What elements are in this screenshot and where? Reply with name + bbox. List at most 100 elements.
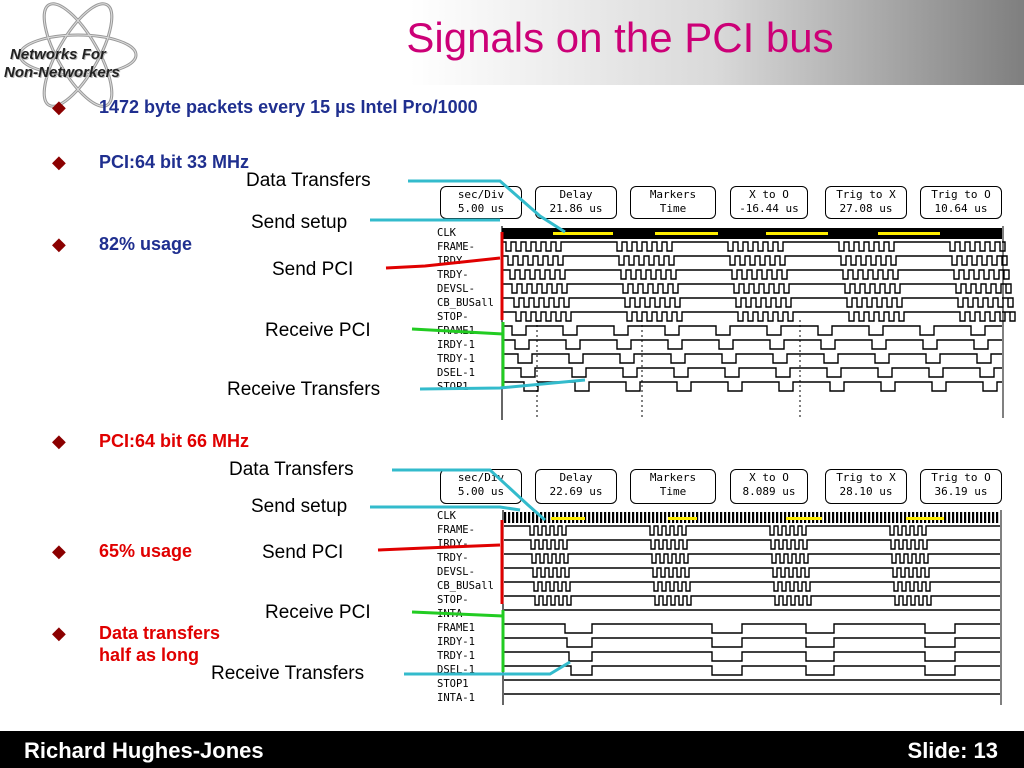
label-receive-transfers-top: Receive Transfers: [227, 379, 381, 400]
scope-bottom-clk-tick: [744, 512, 747, 523]
scope-bottom-clk-tick: [952, 512, 955, 523]
scope-top-send-trace: [502, 283, 1012, 294]
connector-receive-pci-top: [411, 327, 504, 336]
scope-top-transfer-marker: [878, 232, 940, 235]
scope-bottom-clk-tick: [504, 512, 507, 523]
scope-bottom-clk-tick: [880, 512, 883, 523]
scope-bottom-clk-tick: [660, 512, 663, 523]
scope-bottom-clk-tick: [592, 512, 595, 523]
scope-bottom-clk-tick: [856, 512, 859, 523]
scope-top-transfer-marker: [553, 232, 613, 235]
label-receive-pci-bottom: Receive PCI: [265, 602, 371, 623]
scope-bottom-send-trace: [504, 525, 1000, 536]
scope-bottom-clk-tick: [516, 512, 519, 523]
scope-bottom-clk-tick: [772, 512, 775, 523]
scope-bottom-clk-tick: [548, 512, 551, 523]
scope-bottom-clk-tick: [884, 512, 887, 523]
logo-line-2: Non-Networkers: [4, 64, 120, 81]
scope-bottom-transfer-marker: [668, 517, 697, 520]
bullet-diamond-icon: ◆: [52, 97, 66, 117]
scope-bottom-clk-tick: [536, 512, 539, 523]
bullet-diamond-icon: ◆: [52, 152, 66, 172]
scope-bottom-clk-tick: [844, 512, 847, 523]
scope-bottom-clk-tick: [640, 512, 643, 523]
title-band: [0, 0, 1024, 85]
label-send-setup-top: Send setup: [251, 212, 348, 233]
slide-title: Signals on the PCI bus: [406, 14, 834, 61]
scope-bottom-clk-tick: [896, 512, 899, 523]
connector-data-transfers-bottom: [392, 468, 546, 522]
scope-top-receive-trace: [502, 353, 1002, 364]
scope-bottom-clk-tick: [716, 512, 719, 523]
scope-bottom-clk-tick: [948, 512, 951, 523]
scope-bottom-clk-tick: [944, 512, 947, 523]
label-data-transfers-top: Data Transfers: [246, 170, 371, 191]
connector-receive-transfers-bottom: [404, 660, 571, 676]
scope-bottom-clk-tick: [840, 512, 843, 523]
scope-bottom-clk-tick: [712, 512, 715, 523]
scope-bottom-clk-tick: [784, 512, 787, 523]
scope-bottom-clk-tick: [764, 512, 767, 523]
scope-bottom-clk-tick: [748, 512, 751, 523]
scope-bottom-clk-tick: [872, 512, 875, 523]
scope-bottom-clk-tick: [740, 512, 743, 523]
scope-top-send-trace: [502, 311, 1016, 322]
scope-bottom-clk-tick: [776, 512, 779, 523]
scope-bottom-clk-tick: [724, 512, 727, 523]
scope-bottom-clk-tick: [608, 512, 611, 523]
scope-bottom-clk-tick: [512, 512, 515, 523]
scope-bottom-clk-tick: [644, 512, 647, 523]
bullet-text: 65% usage: [99, 541, 193, 561]
scope-bottom-receive-trace: [504, 651, 1000, 662]
connector-send-pci-top: [385, 256, 501, 270]
scope-bottom-clk-tick: [628, 512, 631, 523]
scope-bottom-clk-tick: [996, 512, 999, 523]
scope-top-receive-trace: [502, 367, 1002, 378]
label-receive-pci-top: Receive PCI: [265, 320, 371, 341]
bullet-text: PCI:64 bit 66 MHz: [99, 431, 250, 451]
footer-author: Richard Hughes-Jones: [24, 738, 264, 763]
label-send-setup-bottom: Send setup: [251, 496, 348, 517]
scope-top-send-trace: [502, 241, 1006, 252]
scope-bottom-clk-tick: [596, 512, 599, 523]
bullet-diamond-icon: ◆: [52, 541, 66, 561]
scope-bottom-transfer-marker: [786, 517, 822, 520]
scope-bottom-clk-tick: [704, 512, 707, 523]
label-send-pci-bottom: Send PCI: [262, 542, 344, 563]
scope-bottom-clk-tick: [708, 512, 711, 523]
scope-top-send-trace: [502, 297, 1014, 308]
footer-slide-number: Slide: 13: [907, 738, 998, 763]
scope-bottom-clk-tick: [876, 512, 879, 523]
scope-bottom-clk-tick: [780, 512, 783, 523]
scope-bottom-send-trace: [504, 595, 1000, 606]
scope-bottom-clk-tick: [604, 512, 607, 523]
scope-bottom-clk-tick: [760, 512, 763, 523]
bullet-diamond-icon: ◆: [52, 431, 66, 451]
scope-bottom-receive-trace: [504, 623, 1000, 634]
scope-top-x-to-o: X to O-16.44 us: [730, 186, 808, 219]
scope-bottom-clk-tick: [852, 512, 855, 523]
scope-top-send-trace: [502, 269, 1010, 280]
scope-bottom-clk-tick: [832, 512, 835, 523]
footer-bar: [0, 731, 1024, 768]
scope-bottom-transfer-marker: [551, 517, 585, 520]
atom-logo-icon: [18, 2, 138, 108]
scope-bottom-clk-tick: [892, 512, 895, 523]
scope-bottom-clk-tick: [888, 512, 891, 523]
scope-bottom-clk-tick: [636, 512, 639, 523]
scope-bottom-clk-tick: [768, 512, 771, 523]
bullet-text-continued: half as long: [99, 645, 200, 665]
scope-bottom-clk-tick: [584, 512, 587, 523]
connector-send-pci-bottom: [377, 543, 501, 552]
scope-bottom-clk-tick: [736, 512, 739, 523]
label-receive-transfers-bottom: Receive Transfers: [211, 663, 365, 684]
scope-bottom-send-trace: [504, 553, 1000, 564]
scope-bottom-clk-tick: [988, 512, 991, 523]
